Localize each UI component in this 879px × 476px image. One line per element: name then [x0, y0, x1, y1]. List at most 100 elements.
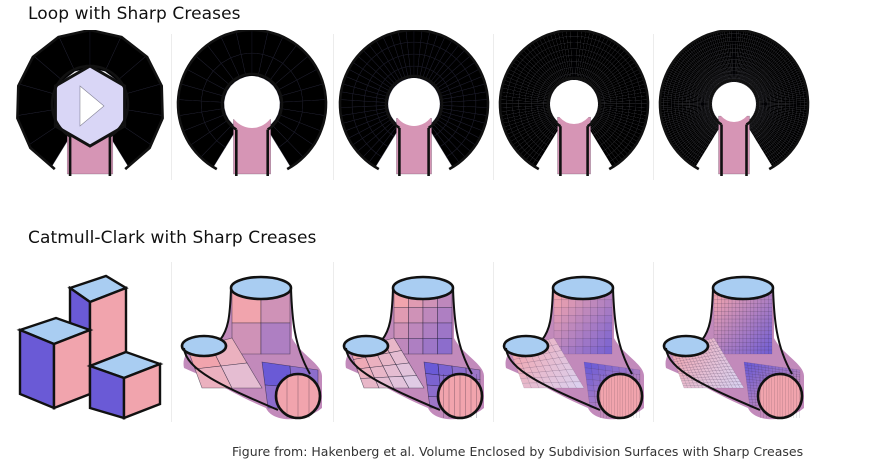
mesh-face — [671, 104, 676, 108]
mesh-face — [422, 338, 438, 355]
mesh-face — [746, 303, 751, 308]
mesh-face — [781, 101, 786, 104]
mesh-face — [742, 303, 747, 308]
mesh-face — [635, 103, 642, 108]
mesh-face — [750, 390, 755, 395]
mesh-face — [568, 322, 576, 331]
mesh-face — [739, 346, 744, 351]
mesh-face — [724, 311, 729, 316]
mesh-face — [750, 338, 755, 343]
mesh-face — [728, 330, 733, 335]
mesh-face — [732, 63, 735, 68]
mesh-face — [768, 346, 773, 351]
mesh-face — [728, 346, 733, 351]
silhouette-crease — [183, 347, 279, 411]
mesh-face — [735, 37, 739, 42]
mesh-face — [713, 311, 718, 316]
mesh-face — [717, 311, 722, 316]
mesh-face — [731, 342, 736, 347]
mesh-face — [588, 396, 596, 403]
panel-divider — [171, 34, 172, 180]
mesh-face — [713, 295, 718, 300]
mesh-face — [757, 322, 762, 328]
mesh-face — [553, 299, 562, 308]
mesh-face — [402, 375, 425, 389]
mesh-face — [575, 346, 584, 355]
mesh-face — [575, 338, 584, 347]
mesh-face — [732, 52, 735, 57]
mesh-face — [728, 349, 733, 355]
mesh-face — [753, 326, 758, 331]
mesh-face — [678, 104, 683, 107]
catmull-level-3-mesh — [502, 275, 644, 420]
silhouette-crease — [290, 287, 311, 375]
mesh-face — [423, 361, 440, 376]
mesh-face — [760, 303, 765, 308]
mesh-face — [728, 318, 733, 324]
mesh-face — [753, 388, 758, 392]
mesh-face — [437, 363, 454, 377]
top-cap — [229, 275, 293, 301]
mesh-face — [752, 376, 757, 381]
loop-level-4-panel — [654, 30, 814, 182]
mesh-face — [735, 330, 740, 335]
top-cap — [711, 275, 775, 301]
mesh-face — [561, 315, 569, 324]
mesh-face — [728, 303, 733, 308]
left-cap — [342, 334, 390, 358]
mesh-face — [590, 307, 598, 316]
mesh-face — [553, 315, 562, 324]
mesh-face — [590, 330, 598, 339]
mesh-face — [739, 349, 744, 355]
mesh-face — [713, 315, 718, 320]
loop-level-2-mesh — [338, 30, 490, 176]
inner-crease — [546, 76, 602, 128]
mesh-face — [752, 374, 757, 378]
mesh-face — [764, 334, 769, 339]
mesh-face — [667, 106, 672, 110]
mesh-face — [742, 338, 747, 343]
loop-level-0-panel — [10, 30, 170, 182]
mesh-face — [713, 322, 718, 328]
mesh-face — [749, 382, 754, 386]
mesh-face — [731, 346, 736, 351]
mesh-face — [721, 342, 726, 347]
mesh-face — [733, 37, 737, 42]
mesh-face — [749, 379, 754, 383]
mesh-face — [746, 342, 751, 347]
mesh-face — [760, 307, 765, 312]
mesh-face — [561, 307, 569, 316]
mesh-face — [742, 322, 747, 328]
mesh-face — [735, 326, 740, 331]
loop-level-0-mesh — [16, 30, 164, 176]
mesh-face — [582, 330, 591, 339]
mesh-face — [717, 318, 722, 324]
mesh-face — [568, 338, 576, 347]
inner-crease — [50, 64, 130, 138]
mesh-face — [753, 299, 758, 304]
mesh-face — [406, 41, 415, 55]
mesh-face — [750, 322, 755, 328]
mesh-face — [764, 315, 769, 320]
mesh-face — [796, 102, 801, 106]
mesh-face — [746, 334, 751, 339]
mesh-face — [610, 101, 617, 104]
mesh-face — [757, 334, 762, 339]
mesh-face — [757, 307, 762, 312]
panel-divider — [333, 262, 334, 422]
mesh-face — [351, 99, 365, 108]
mesh-face — [800, 102, 805, 106]
mesh-face — [757, 342, 762, 347]
mesh-face — [774, 103, 779, 105]
mesh-face — [764, 346, 769, 351]
mesh-face — [764, 318, 769, 324]
mesh-face — [753, 349, 758, 355]
mesh-face — [729, 41, 733, 46]
mesh-face — [518, 103, 526, 107]
loop-level-3-mesh — [498, 30, 650, 176]
mesh-face — [800, 100, 805, 104]
mesh-face — [768, 318, 773, 324]
mesh-face — [586, 384, 595, 392]
mesh-face — [757, 299, 762, 304]
mesh-face — [746, 379, 751, 383]
